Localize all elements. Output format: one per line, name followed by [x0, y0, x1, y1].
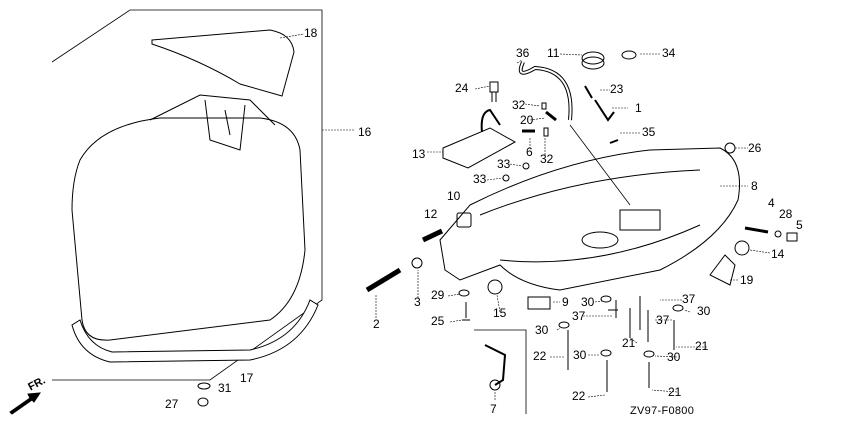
part-grommet-34	[621, 50, 637, 60]
part-29	[458, 289, 470, 297]
callout-30c: 30	[535, 323, 549, 337]
part-1	[584, 85, 615, 122]
callout-37: 37	[682, 292, 696, 306]
callout-18: 18	[304, 26, 318, 40]
callout-35: 35	[642, 125, 656, 139]
part-grommet-11	[581, 51, 605, 65]
callout-1: 1	[635, 101, 642, 115]
callout-15: 15	[493, 306, 507, 320]
part-25	[462, 302, 470, 321]
part-19	[709, 254, 736, 286]
part-9	[527, 296, 551, 310]
part-26	[724, 142, 736, 154]
front-arrow-icon	[9, 392, 41, 415]
callout-26: 26	[748, 141, 762, 155]
part-10	[456, 212, 472, 228]
callout-13: 13	[412, 147, 426, 161]
callout-22b: 22	[572, 389, 586, 403]
part-2	[365, 267, 402, 293]
callout-37b: 37	[572, 309, 586, 323]
callout-31: 31	[218, 381, 232, 395]
part-14	[734, 240, 750, 256]
part-32	[543, 127, 549, 137]
callout-27: 27	[165, 397, 179, 411]
callout-11: 11	[547, 46, 560, 60]
part-15	[487, 279, 503, 295]
callout-7: 7	[490, 402, 497, 416]
pan-detail	[479, 169, 701, 263]
callout-4: 4	[768, 196, 775, 210]
bolts	[558, 295, 684, 392]
cover-handle	[204, 99, 246, 151]
callout-12: 12	[424, 207, 438, 221]
callout-8: 8	[751, 179, 758, 193]
callout-34: 34	[662, 46, 676, 60]
callout-32b: 32	[540, 152, 554, 166]
callout-19: 19	[740, 273, 754, 287]
part-31	[197, 382, 211, 390]
callout-28: 28	[779, 207, 793, 221]
cover-top-ridge	[149, 94, 276, 126]
callout-32: 32	[512, 98, 526, 112]
callout-21b: 21	[695, 339, 709, 353]
pan-opening	[581, 231, 619, 249]
callout-21c: 21	[668, 385, 682, 399]
callout-30d: 30	[573, 348, 587, 362]
callout-16: 16	[358, 125, 372, 139]
callout-22: 22	[533, 349, 547, 363]
part-3	[411, 257, 423, 269]
callout-30b: 30	[697, 304, 711, 318]
pan-box	[619, 209, 661, 231]
part-33	[522, 162, 530, 170]
part-35	[609, 139, 619, 144]
callout-30: 30	[581, 295, 595, 309]
callout-30e: 30	[667, 350, 681, 364]
callout-36: 36	[516, 46, 530, 60]
callout-33b: 33	[473, 172, 487, 186]
callout-33: 33	[497, 157, 511, 171]
callout-17: 17	[240, 371, 254, 385]
part-5	[786, 232, 798, 242]
callout-21: 21	[622, 336, 636, 350]
part-top-cap	[151, 29, 295, 97]
part-12	[421, 228, 444, 243]
callout-20: 20	[520, 113, 534, 127]
callout-5: 5	[796, 218, 803, 232]
callout-25: 25	[431, 314, 445, 328]
part-28	[774, 230, 782, 238]
callout-29: 29	[431, 288, 445, 302]
callout-24: 24	[455, 81, 469, 95]
part-seal	[71, 299, 319, 363]
callout-3: 3	[414, 295, 421, 309]
part-4	[744, 226, 769, 234]
callout-2: 2	[373, 317, 380, 331]
diagram-code: ZV97-F0800	[630, 405, 695, 417]
part-27	[197, 397, 209, 407]
part-lower-pan	[439, 147, 740, 291]
part-bolt-24	[489, 81, 499, 93]
part-20	[545, 110, 557, 122]
callout-23: 23	[610, 82, 624, 96]
callout-14: 14	[771, 247, 785, 261]
part-engine-cover	[71, 117, 306, 341]
part-sensor-7	[484, 344, 507, 386]
callout-6: 6	[526, 145, 533, 159]
callout-9: 9	[562, 295, 569, 309]
group-bracket	[51, 9, 323, 381]
callout-37c: 37	[656, 313, 670, 327]
callout-10: 10	[447, 189, 461, 203]
